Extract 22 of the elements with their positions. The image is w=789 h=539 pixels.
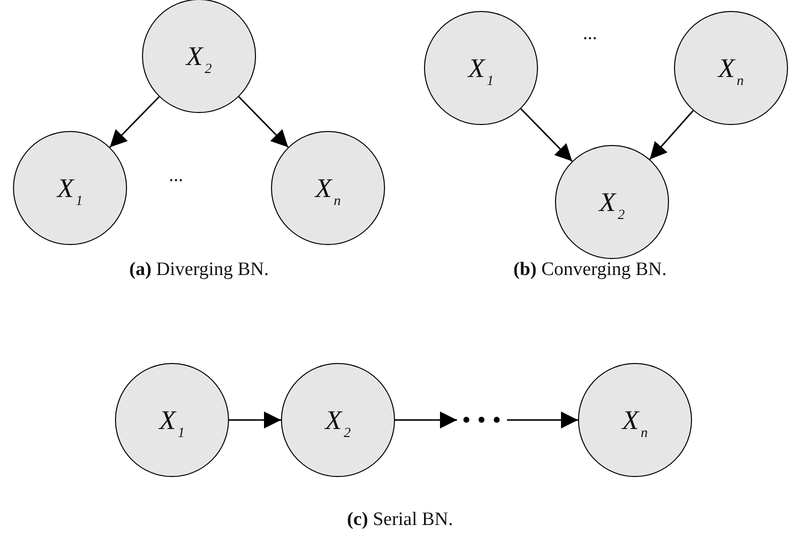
arrow (649, 110, 694, 160)
caption-text: ... (168, 165, 184, 187)
variable-label: X$_{2}$ (186, 40, 212, 72)
arrow (229, 412, 281, 428)
caption-text: (b) Converging BN. (513, 259, 667, 281)
variable-label: X$_{1}$ (468, 52, 494, 84)
caption-text: ... (582, 23, 598, 45)
variable-label: X$_{1}$ (159, 404, 185, 436)
ellipsis-text: • • • (462, 407, 502, 433)
arrow (395, 412, 457, 428)
caption-text: (a) Diverging BN. (129, 259, 269, 281)
caption-text: (c) Serial BN. (346, 509, 454, 531)
variable-label: X$_{2}$ (325, 404, 351, 436)
arrow (507, 412, 578, 428)
variable-label: X$_{n}$ (718, 52, 744, 84)
arrow (109, 96, 160, 148)
variable-label: X$_{n}$ (622, 404, 648, 436)
arrow (520, 108, 573, 162)
variable-label: X$_{1}$ (57, 172, 83, 204)
variable-label: X$_{n}$ (315, 172, 341, 204)
arrow (238, 96, 289, 148)
variable-label: X$_{2}$ (599, 186, 625, 218)
